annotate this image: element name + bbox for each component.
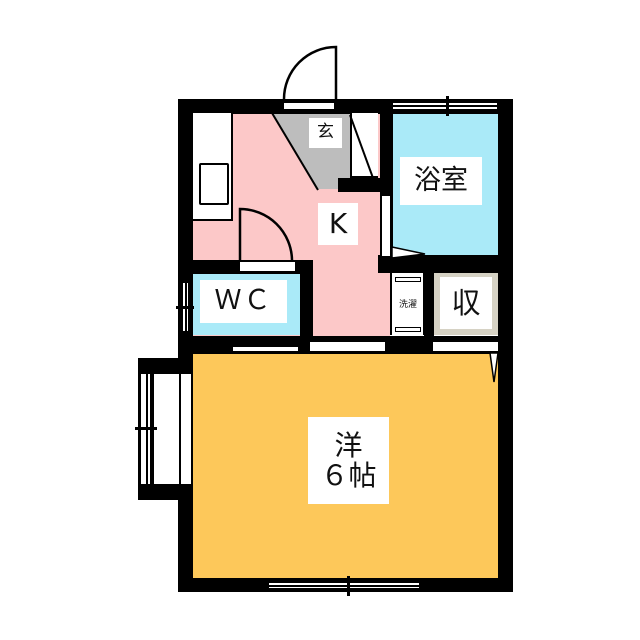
kitchen-label: K: [318, 203, 358, 245]
laundry-bottom-line: [395, 327, 421, 332]
opening-wc: [233, 347, 298, 351]
sink: [199, 163, 229, 205]
wc-label: ＷＣ: [200, 280, 287, 323]
south-window-divider: [347, 576, 350, 596]
wall-laundry-right: [424, 262, 434, 352]
wc-window-divider: [176, 306, 194, 309]
entrance-label: 玄: [309, 118, 342, 148]
laundry-label: 洗濯: [398, 300, 417, 311]
wall-bath-bottom: [378, 255, 513, 273]
opening-storage[interactable]: [433, 342, 498, 351]
south-window[interactable]: [269, 581, 419, 590]
bath-window-divider: [446, 96, 449, 116]
western-room-type: 洋: [334, 429, 363, 463]
laundry-top-line: [395, 277, 421, 282]
bath-window[interactable]: [393, 101, 497, 111]
bay-window-line-4: [179, 374, 181, 484]
wc-door-opening[interactable]: [240, 262, 295, 271]
wall-wc-right: [300, 260, 313, 352]
bath-label: 浴室: [400, 157, 482, 205]
wall-entrance-post: [338, 178, 380, 192]
opening-kitchen-door[interactable]: [310, 342, 385, 351]
entrance-door-opening[interactable]: [282, 101, 336, 111]
bath-door-slot[interactable]: [382, 196, 390, 256]
storage-label: 収: [440, 277, 492, 329]
western-room-label: 洋 ６帖: [308, 417, 389, 504]
bay-window-divider: [135, 427, 157, 430]
western-room-size: ６帖: [320, 458, 377, 492]
shoe-cabinet: [350, 113, 378, 178]
